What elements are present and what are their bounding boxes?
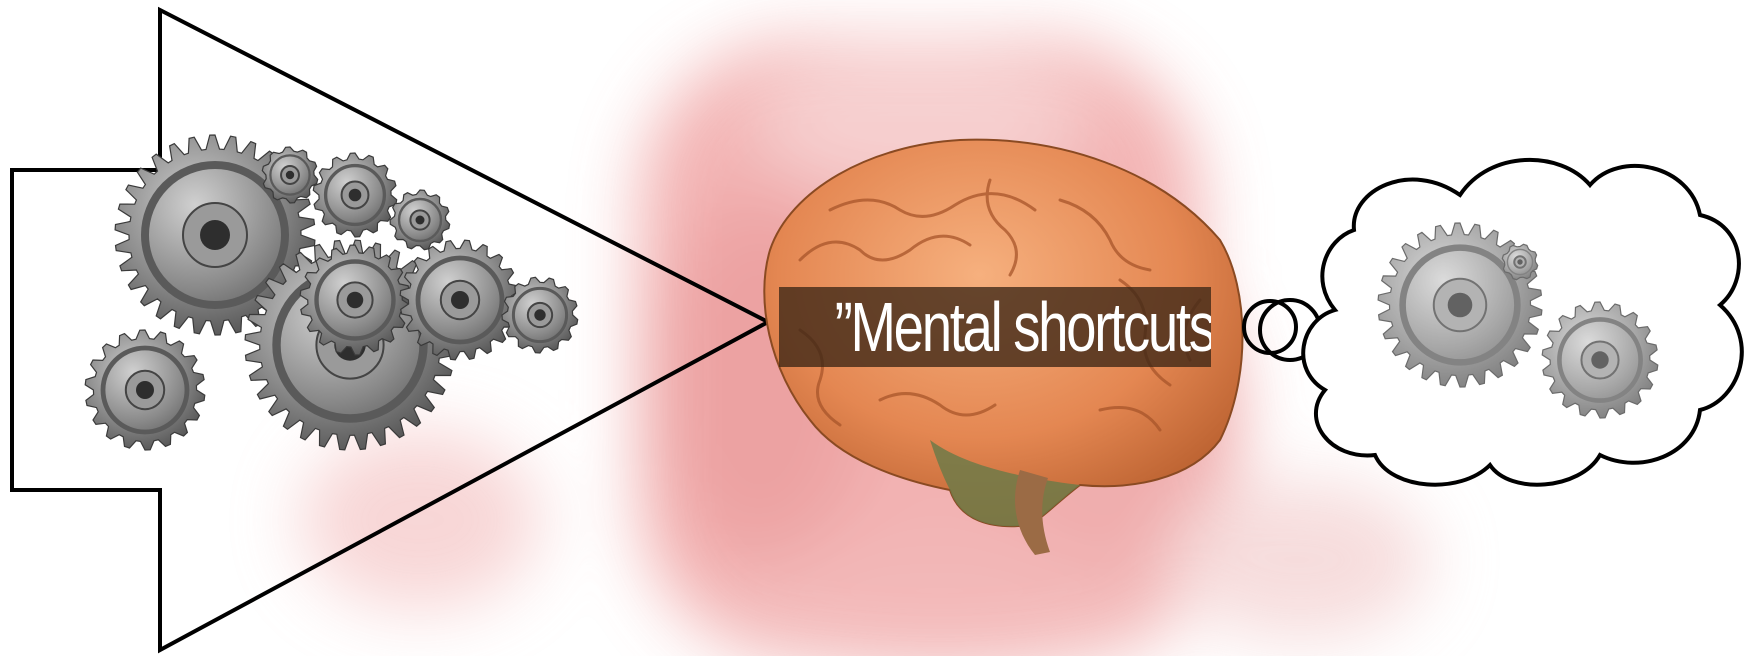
gear-cluster-icon [85,135,578,450]
gear-icon-8 [400,240,520,360]
gear-icon-6 [390,190,450,250]
gear-icon-4 [313,153,396,237]
gear-icon-3 [85,330,205,450]
caption-label: ”Mental shortcuts” [779,287,1211,367]
